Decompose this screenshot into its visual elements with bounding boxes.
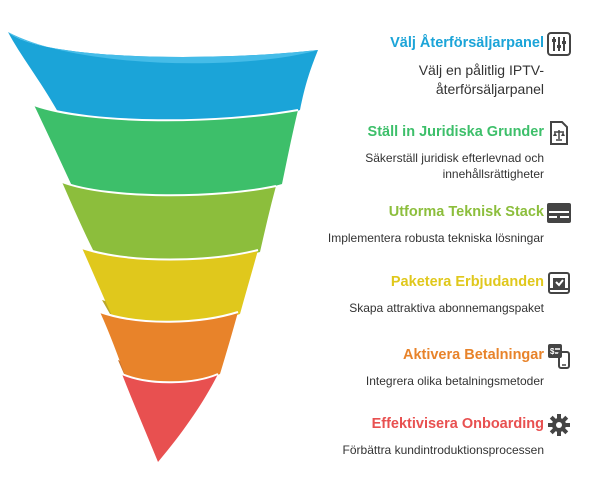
step-4-title: Paketera Erbjudanden xyxy=(390,274,544,290)
step-6-description: Förbättra kundintroduktionsprocessen xyxy=(342,443,544,457)
step-2: Ställ in Juridiska Grunder Säkerställ ju… xyxy=(300,120,600,192)
step-2-description: Säkerställ juridisk efterlevnad och inne… xyxy=(365,151,544,181)
step-3-title: Utforma Teknisk Stack xyxy=(388,204,544,220)
package-icon xyxy=(546,270,572,296)
funnel-band-3 xyxy=(62,182,276,262)
step-5: Aktivera Betalningar Integrera olika bet… xyxy=(300,343,600,415)
step-1: Välj Återförsäljarpanel Välj en pålitlig… xyxy=(300,31,600,103)
step-6: Effektivisera Onboarding Förbättra kundi… xyxy=(300,414,600,484)
spiral-funnel xyxy=(8,32,318,462)
step-1-description: Välj en pålitlig IPTV-återförsäljarpanel xyxy=(418,62,544,97)
funnel-band-6 xyxy=(122,374,218,462)
step-4-description: Skapa attraktiva abonnemangspaket xyxy=(349,301,544,315)
step-2-title: Ställ in Juridiska Grunder xyxy=(367,124,544,140)
funnel-band-5 xyxy=(100,312,238,383)
funnel-band-1 xyxy=(8,32,318,125)
step-1-title: Välj Återförsäljarpanel xyxy=(390,35,544,51)
funnel-band-2 xyxy=(34,105,298,196)
legal-document-icon xyxy=(546,120,572,146)
step-3-description: Implementera robusta tekniska lösningar xyxy=(327,231,544,245)
server-stack-icon xyxy=(546,200,572,226)
step-4: Paketera Erbjudanden Skapa attraktiva ab… xyxy=(300,272,600,342)
funnel-band-4 xyxy=(82,248,258,324)
svg-text:$: $ xyxy=(550,347,555,356)
gear-icon xyxy=(546,412,572,438)
funnel-band-1-highlight xyxy=(8,32,318,64)
step-5-description: Integrera olika betalningsmetoder xyxy=(365,374,544,388)
funnel-spiral-lines xyxy=(33,104,299,384)
step-3: Utforma Teknisk Stack Implementera robus… xyxy=(300,202,600,272)
step-5-title: Aktivera Betalningar xyxy=(402,347,544,363)
sliders-icon xyxy=(546,31,572,57)
step-6-title: Effektivisera Onboarding xyxy=(371,416,544,432)
payment-icon: $ xyxy=(546,343,572,369)
